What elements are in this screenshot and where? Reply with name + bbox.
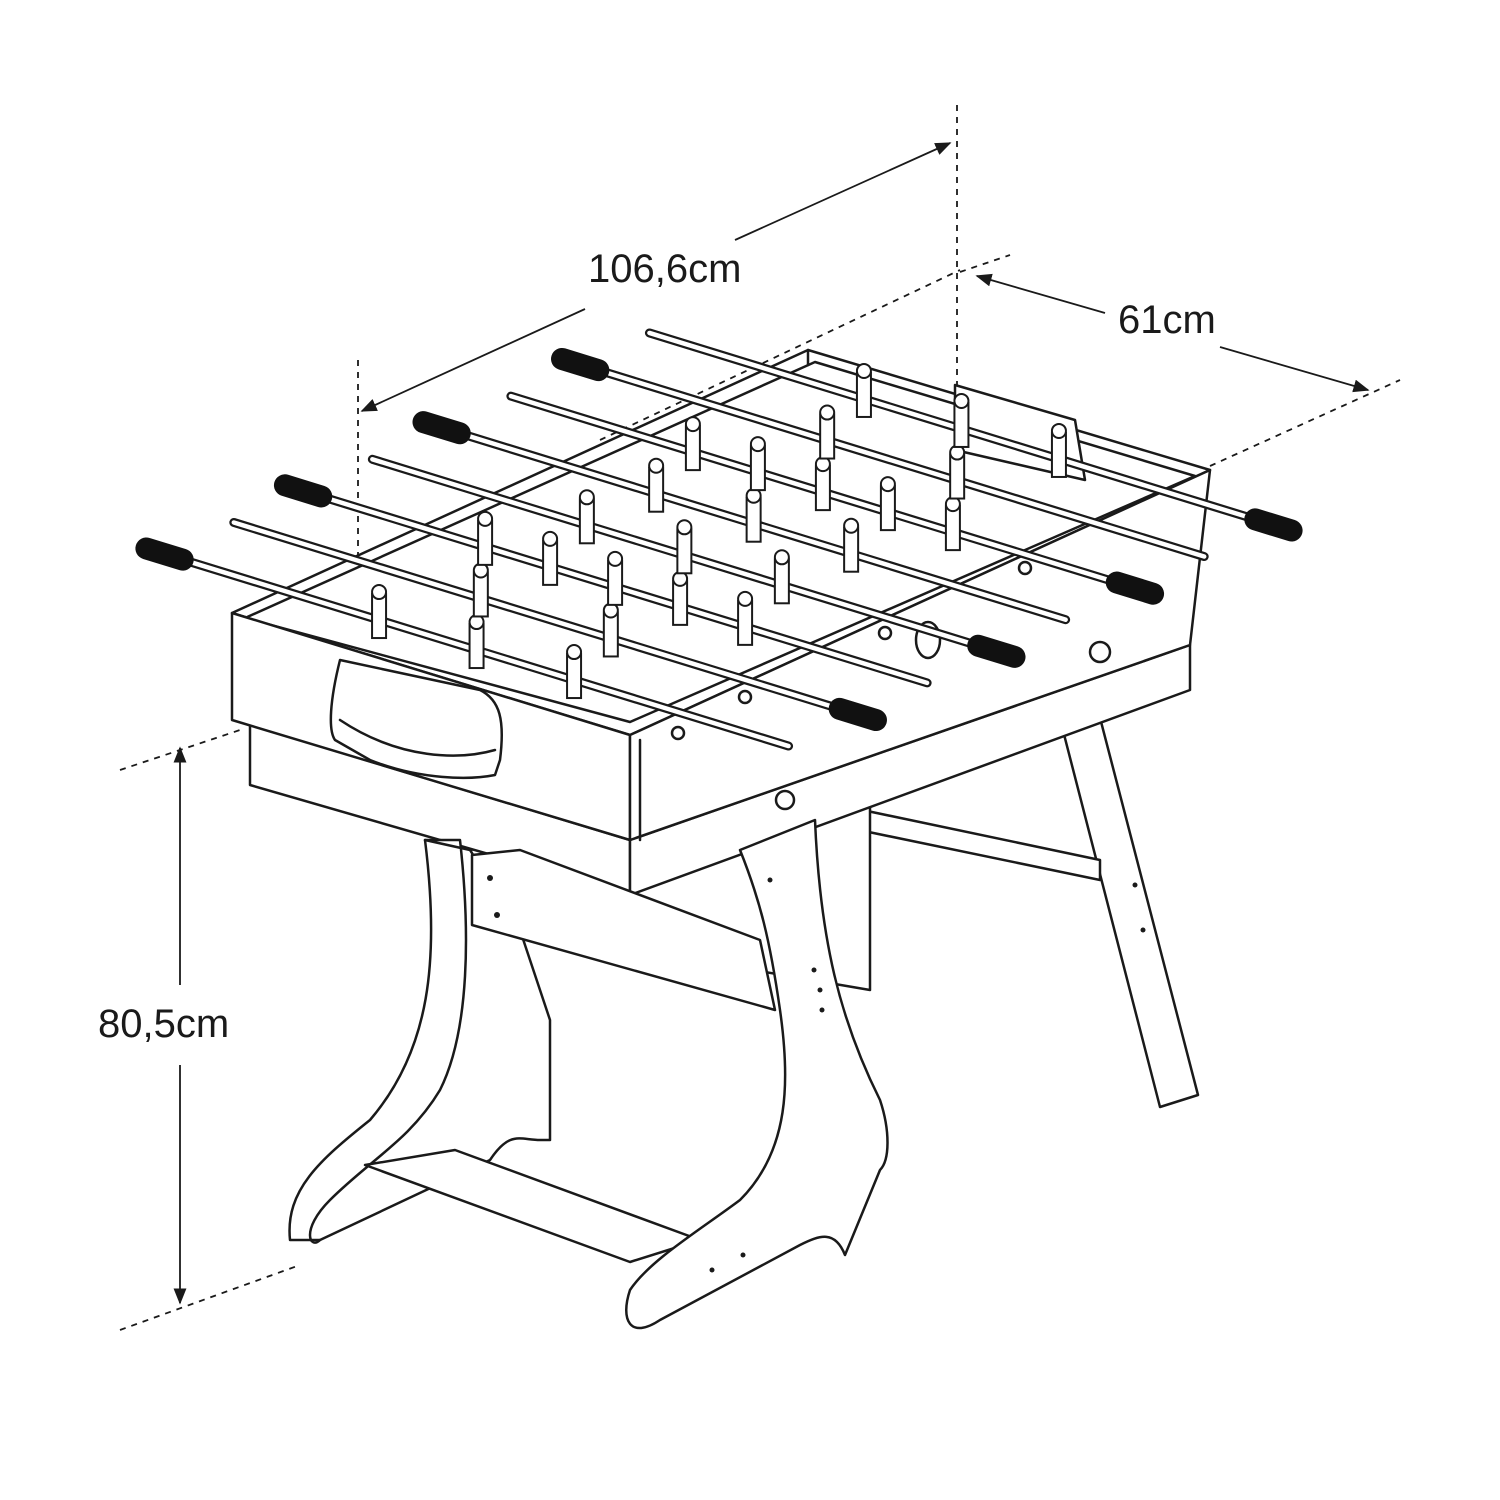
player-figure — [814, 465, 831, 512]
player-figure — [819, 413, 836, 460]
rod-handle[interactable] — [410, 408, 474, 447]
player-figure — [953, 401, 970, 448]
dimension-lines — [173, 142, 1370, 1305]
player-figure — [607, 559, 624, 606]
player-head — [879, 476, 896, 493]
length-dimension-line — [360, 308, 586, 412]
player-figure — [542, 539, 559, 586]
length-label: 106,6cm — [588, 247, 742, 291]
player-head — [953, 392, 970, 409]
player-figure — [676, 528, 693, 575]
player-head — [578, 489, 595, 506]
player-figure — [749, 445, 766, 492]
player-head — [737, 590, 754, 607]
player-head — [607, 550, 624, 567]
player-head — [749, 436, 766, 453]
player-figure — [566, 653, 583, 700]
player-figure — [477, 519, 494, 566]
player-figure — [648, 466, 665, 513]
rods — [133, 328, 1306, 751]
player-head — [1050, 422, 1067, 439]
player-head — [542, 530, 559, 547]
width-label: 61cm — [1118, 298, 1216, 342]
player-figure — [1050, 431, 1067, 478]
player-head — [477, 510, 494, 527]
rod-handle[interactable] — [1242, 506, 1306, 545]
player-figure — [773, 558, 790, 605]
player-figure — [602, 611, 619, 658]
player-head — [648, 457, 665, 474]
player-figure — [468, 623, 485, 670]
player-head — [773, 549, 790, 566]
rod-highlight — [577, 362, 1207, 559]
player-head — [566, 644, 583, 661]
cross-beam — [470, 848, 777, 1012]
rod-handle[interactable] — [133, 535, 197, 574]
player-head — [676, 519, 693, 536]
player-figure — [578, 498, 595, 545]
player-figure — [944, 505, 961, 552]
rod-handle[interactable] — [548, 345, 612, 384]
player-head — [855, 362, 872, 379]
rod-handle[interactable] — [271, 472, 335, 511]
right-front-leg — [625, 818, 1146, 1330]
player-head — [684, 416, 701, 433]
player-figure — [843, 526, 860, 573]
player-figure — [737, 599, 754, 646]
ball-return-tray — [329, 658, 504, 780]
player-figure — [684, 425, 701, 472]
height-label: 80,5cm — [98, 1002, 230, 1046]
player-figure — [745, 496, 762, 543]
player-figure — [371, 593, 388, 640]
rod-handle[interactable] — [964, 632, 1028, 671]
foot-bar — [363, 1148, 702, 1264]
player-figure — [472, 571, 489, 618]
player-head — [371, 584, 388, 601]
ball-entry-hole — [914, 620, 942, 660]
width-dimension-line — [975, 273, 1106, 314]
rod-handle[interactable] — [826, 695, 890, 734]
rod-highlight — [231, 520, 861, 717]
rod-handle[interactable] — [1103, 569, 1167, 608]
player-figure — [949, 453, 966, 500]
player-head — [819, 404, 836, 421]
player-figure — [672, 579, 689, 626]
player-figure — [855, 371, 872, 418]
left-leg — [288, 838, 552, 1244]
player-head — [843, 517, 860, 534]
player-figure — [879, 485, 896, 532]
